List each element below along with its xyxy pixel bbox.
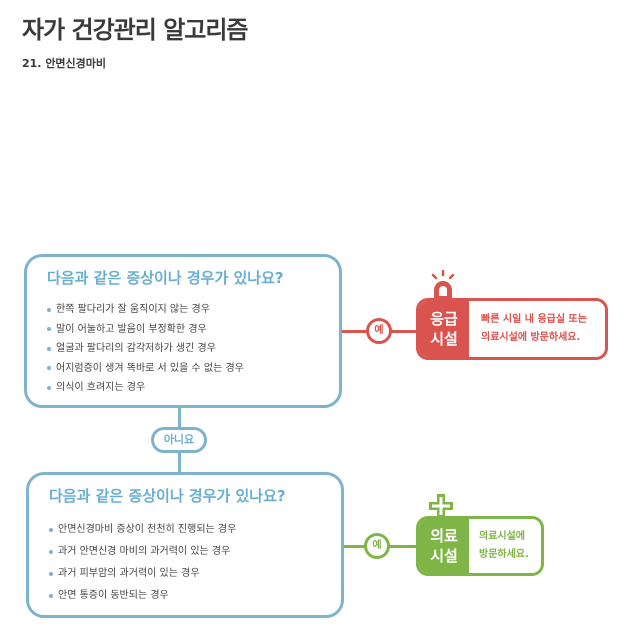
- question-2-list: 안면신경마비 증상이 천천히 진행되는 경우 과거 안면신경 마비의 과거력이 …: [49, 519, 236, 607]
- list-item: 의식이 흐려지는 경우: [47, 378, 244, 398]
- question-box-2: 다음과 같은 증상이나 경우가 있나요? 안면신경마비 증상이 천천히 진행되는…: [26, 472, 344, 618]
- list-item: 과거 안면신경 마비의 과거력이 있는 경우: [49, 541, 236, 563]
- question-box-1: 다음과 같은 증상이나 경우가 있나요? 한쪽 팔다리가 잘 움직이지 않는 경…: [24, 254, 342, 408]
- bullet-icon: [49, 572, 53, 576]
- bullet-icon: [49, 550, 53, 554]
- list-item: 안면 통증이 동반되는 경우: [49, 585, 236, 607]
- bullet-icon: [47, 307, 51, 312]
- bullet-icon: [47, 346, 51, 351]
- bullet-icon: [49, 594, 53, 598]
- list-item: 과거 피부암의 과거력이 있는 경우: [49, 563, 236, 585]
- yes-label-1: 예: [366, 318, 392, 344]
- list-item: 얼굴과 팔다리의 감각저하가 생긴 경우: [47, 339, 244, 359]
- bullet-icon: [47, 366, 51, 371]
- question-1-list: 한쪽 팔다리가 잘 움직이지 않는 경우 말이 어눌하고 발음이 부정확한 경우…: [47, 300, 244, 398]
- list-item: 어지럼증이 생겨 똑바로 서 있을 수 없는 경우: [47, 359, 244, 379]
- bullet-icon: [47, 385, 51, 390]
- bullet-icon: [47, 327, 51, 332]
- medical-cross-icon: [429, 494, 453, 518]
- question-1-title: 다음과 같은 증상이나 경우가 있나요?: [47, 269, 284, 287]
- no-label: 아니요: [151, 427, 207, 453]
- yes-label-2: 예: [364, 533, 390, 559]
- list-item: 말이 어눌하고 발음이 부정확한 경우: [47, 320, 244, 340]
- page-title: 자가 건강관리 알고리즘: [22, 16, 249, 44]
- page-subtitle: 21. 안면신경마비: [22, 57, 107, 70]
- question-2-title: 다음과 같은 증상이나 경우가 있나요?: [49, 487, 286, 505]
- bullet-icon: [49, 528, 53, 532]
- list-item: 안면신경마비 증상이 천천히 진행되는 경우: [49, 519, 236, 541]
- list-item: 한쪽 팔다리가 잘 움직이지 않는 경우: [47, 300, 244, 320]
